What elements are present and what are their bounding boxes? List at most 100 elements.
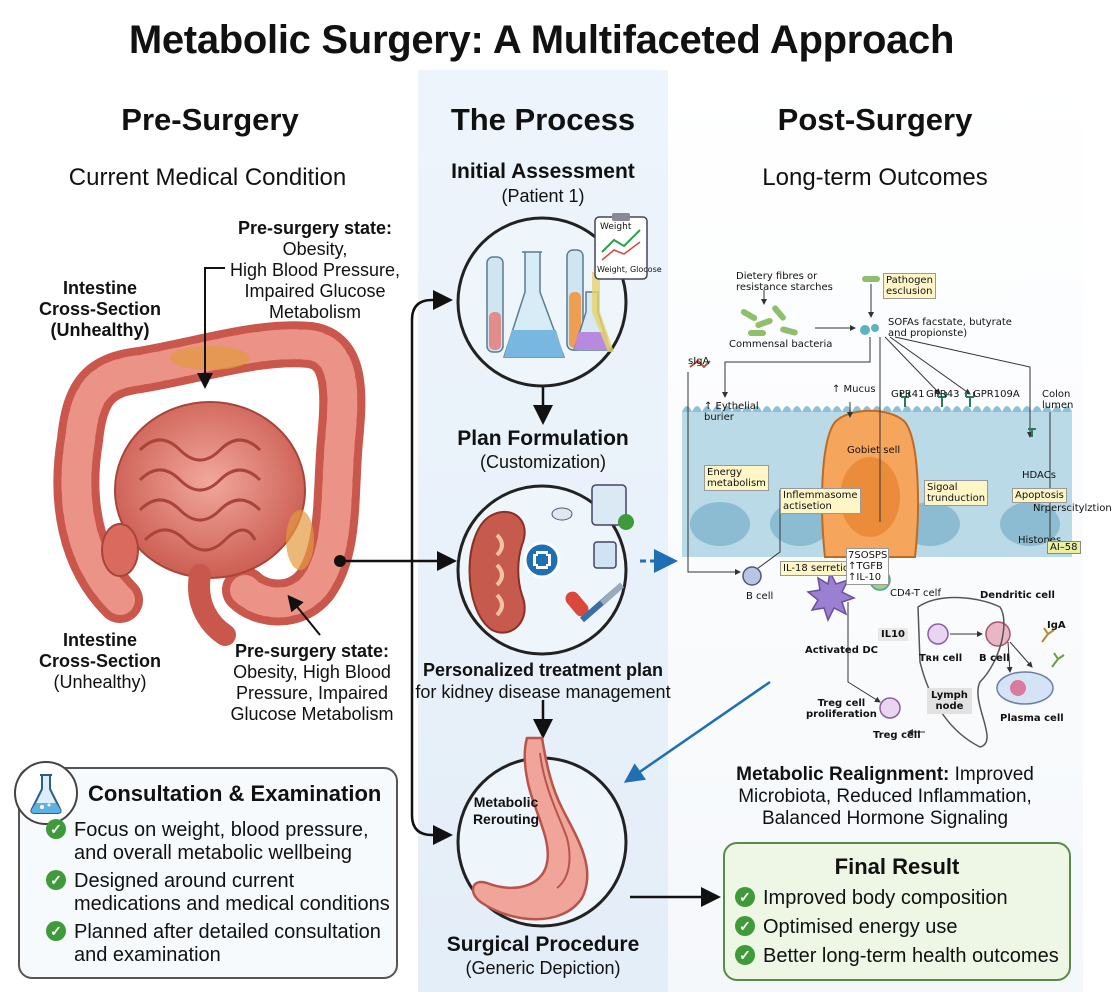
commensal-label: Commensal bacteria — [729, 339, 833, 350]
flask-icon — [14, 761, 78, 825]
plan-line-2: for kidney disease management — [415, 682, 671, 702]
realignment-line-2: Microbiota, Reduced Inflammation, — [738, 786, 1032, 807]
hyper-label: Nrperscitylztion — [1033, 503, 1112, 514]
step3-title: Surgical Procedure — [446, 933, 640, 956]
goblet-label: Gobiet sell — [847, 445, 901, 456]
intestine-label-line: Intestine — [62, 630, 137, 650]
mucus-label: ↑ Mucus — [832, 384, 876, 395]
gpr109a-label: GPR109A — [973, 389, 1020, 400]
pre-surgery-heading: Pre-Surgery — [121, 102, 299, 137]
step2-title: Plan Formulation — [457, 427, 629, 450]
intestine-label-line: Cross-Section — [38, 651, 162, 671]
cd4-label: CD4-T celf — [890, 588, 941, 599]
pre-state-bottom-line: Glucose Metabolism — [230, 704, 394, 724]
intestine-label-bottom: Intestine Cross-Section (Unhealthy) — [25, 630, 175, 693]
consult-item-text: Focus on weight, blood pressure,and over… — [74, 819, 369, 864]
consultation-box: Consultation & Examination ✓ Focus on wei… — [14, 761, 398, 979]
final-item: ✓ Improved body composition — [735, 887, 1008, 910]
pre-state-bottom-title: Pre-surgery state: — [234, 641, 390, 661]
final-item: ✓ Better long-term health outcomes — [735, 945, 1059, 968]
check-icon: ✓ — [735, 945, 755, 965]
step3-sub: (Generic Depiction) — [465, 958, 621, 978]
gpr41-label: GPR41 — [891, 389, 925, 400]
pre-state-bottom-line: Obesity, High Blood — [233, 662, 391, 682]
pre-surgery-subheading: Current Medical Condition — [68, 164, 347, 191]
il10-label: IL10 — [878, 628, 909, 641]
histones-label: Histones — [1018, 535, 1062, 546]
consult-item: ✓ Focus on weight, blood pressure,and ove… — [46, 819, 369, 865]
pre-state-top-line: Impaired Glucose — [244, 281, 386, 301]
lab-flasks-illustration — [456, 213, 648, 388]
activated-dc-label: Activated DC — [805, 645, 878, 656]
cytokines-label: 7SOSPS↑TGFB↑IL-10 — [846, 548, 890, 585]
final-result-box: Final Result ✓Improved body composition … — [723, 842, 1071, 981]
intestine-label-line: Intestine — [62, 278, 137, 298]
final-item-text: Better long-term health outcomes — [763, 945, 1059, 967]
realignment-line-3: Balanced Hormone Signaling — [761, 808, 1009, 829]
check-icon: ✓ — [735, 887, 755, 907]
post-surgery-heading: Post-Surgery — [777, 102, 973, 137]
connector-lines — [197, 267, 771, 907]
final-item-text: Optimised energy use — [763, 916, 958, 938]
apoptosis-label: Apoptosis — [1012, 488, 1067, 503]
pre-state-top-line: High Blood Pressure, — [229, 260, 401, 280]
check-icon: ✓ — [46, 819, 66, 839]
gpr43-label: GPR43 — [926, 389, 960, 400]
clipboard-bottom-label: Weight, Glocose — [597, 265, 662, 274]
b-cell-label: B cell — [979, 653, 1010, 664]
th-cell-label: Tʀʜ cell — [919, 653, 963, 664]
pre-state-top-line: Obesity, — [282, 239, 348, 259]
post-surgery-subheading: Long-term Outcomes — [762, 164, 988, 191]
main-title: Metabolic Surgery: A Multifaceted Approa… — [128, 18, 955, 62]
pre-state-top-title: Pre-surgery state: — [237, 218, 393, 238]
intestine-illustration — [53, 321, 366, 646]
final-result-title: Final Result — [834, 854, 960, 879]
realignment-line-1: Metabolic Realignment: Improved — [736, 764, 1034, 785]
kidney-plan-illustration — [456, 484, 634, 656]
step2-sub: (Customization) — [479, 452, 607, 472]
step1-sub: (Patient 1) — [501, 186, 585, 206]
iga-label: IgA — [1047, 620, 1066, 631]
intestine-label-line: Cross-Section — [38, 299, 162, 319]
intestine-label-top: Intestine Cross-Section (Unhealthy) — [20, 278, 180, 341]
final-item-text: Improved body composition — [763, 887, 1008, 909]
stomach-illustration — [456, 736, 628, 928]
final-item: ✓ Optimised energy use — [735, 916, 958, 939]
treg-cell-label: Treg cell — [873, 730, 921, 741]
intestine-label-line: (Unhealthy) — [50, 320, 150, 340]
pre-state-bottom-line: Pressure, Impaired — [235, 683, 389, 703]
siga-label: sIgA — [688, 356, 710, 367]
intestine-label-line: (Unhealthy) — [53, 672, 147, 692]
metabolic-realignment: Metabolic Realignment: Improved Microbio… — [700, 764, 1070, 830]
stomach-label-line: Rerouting — [472, 811, 540, 827]
plan-line-1: Personalized treatment plan — [422, 660, 664, 680]
ai58-label: AI–58 — [1047, 541, 1081, 554]
step1-title: Initial Assessment — [451, 160, 635, 183]
plasma-cell-label: Plasma cell — [1000, 713, 1064, 724]
process-heading: The Process — [450, 102, 636, 137]
dendritic-label: Dendritic cell — [980, 590, 1055, 601]
gut-signaling-diagram — [682, 276, 1072, 748]
clipboard-top-label: Weight — [600, 222, 632, 232]
pre-state-top: Pre-surgery state: Obesity, High Blood P… — [215, 218, 415, 323]
hdacs-label: HDACs — [1022, 470, 1056, 481]
b-cell-top-label: B cell — [746, 591, 774, 602]
check-icon: ✓ — [735, 916, 755, 936]
il18-label: IL-18 serretion — [780, 561, 859, 576]
consultation-title: Consultation & Examination — [88, 781, 382, 806]
check-icon: ✓ — [46, 921, 66, 941]
check-icon: ✓ — [46, 870, 66, 890]
